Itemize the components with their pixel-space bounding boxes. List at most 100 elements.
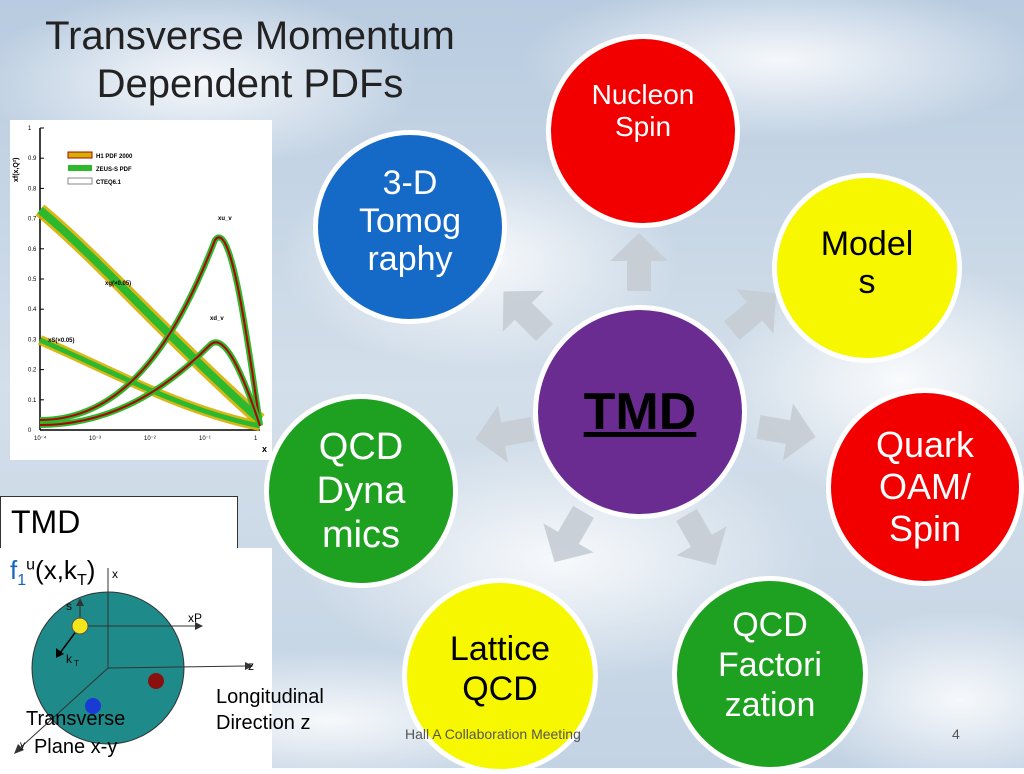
curve-label-xdv: xd_v bbox=[210, 316, 224, 322]
legend-swatch-h1 bbox=[67, 151, 93, 159]
quark-blue bbox=[85, 698, 101, 714]
slide-title: Transverse Momentum Dependent PDFs bbox=[0, 12, 500, 108]
y-tick-label: 0.1 bbox=[28, 398, 37, 404]
node-qcd-factorization-line-3: zation bbox=[724, 686, 816, 724]
footer-text: Hall A Collaboration Meeting bbox=[405, 726, 581, 742]
node-qcd-factorization-line-1: QCD bbox=[732, 606, 808, 644]
node-models-line-1: Model bbox=[820, 225, 914, 263]
arrow-to-qcd-factorization bbox=[676, 508, 727, 566]
title-line-1: Transverse Momentum bbox=[45, 14, 455, 58]
xdv-curve bbox=[39, 341, 261, 427]
x-tick-label: 10⁻⁴ bbox=[34, 435, 47, 442]
node-3d-tomography-line-3: raphy bbox=[367, 240, 453, 278]
kt-label: k bbox=[66, 652, 73, 666]
y-tick-label: 0.4 bbox=[28, 307, 37, 313]
arrow-to-models bbox=[724, 289, 777, 340]
node-qcd-dynamics-line-1: QCD bbox=[318, 426, 404, 468]
legend-cteq: CTEQ6.1 bbox=[96, 180, 122, 186]
arrow-to-3d-tomography bbox=[502, 290, 553, 341]
xp-label: xP bbox=[188, 611, 202, 625]
spin-label: s bbox=[66, 599, 72, 613]
legend-zeus: ZEUS-S PDF bbox=[96, 167, 132, 173]
node-models-line-2: s bbox=[858, 263, 876, 301]
y-label: y bbox=[20, 740, 25, 751]
y-tick-label: 0.9 bbox=[28, 156, 37, 162]
title-line-2: Dependent PDFs bbox=[96, 62, 404, 106]
quark-red bbox=[148, 673, 164, 689]
x-tick-label: 10⁻³ bbox=[89, 436, 101, 442]
y-tick-label: 0.6 bbox=[28, 247, 37, 253]
node-lattice-qcd-line-2: QCD bbox=[462, 670, 538, 708]
z-label: z bbox=[248, 659, 254, 673]
sphere-diagram-panel: s k T xP z x y bbox=[0, 548, 272, 768]
tmd-formula: f1u(x,kT) bbox=[10, 555, 95, 590]
nucleon-sphere-diagram: s k T xP z x y bbox=[0, 548, 272, 768]
formula-f: f bbox=[10, 555, 18, 585]
longitudinal-line-2: Direction z bbox=[216, 712, 311, 734]
center-tmd-circle: TMD bbox=[533, 305, 747, 519]
legend-swatch-cteq bbox=[67, 177, 93, 185]
page-number: 4 bbox=[952, 726, 960, 742]
transverse-label: Transverse Plane x-y bbox=[26, 705, 125, 761]
x-axis-label: x bbox=[262, 444, 267, 454]
arrow-to-quark-oam bbox=[756, 403, 816, 461]
y-tick-label: 0.2 bbox=[28, 368, 37, 374]
sea-band-green bbox=[39, 337, 261, 429]
x-tick-label: 1 bbox=[254, 436, 258, 442]
formula-close: ) bbox=[86, 555, 96, 585]
tmd-label-box: TMD bbox=[0, 496, 238, 550]
y-axis bbox=[19, 667, 109, 749]
x-label: x bbox=[112, 567, 118, 581]
tmd-box-label: TMD bbox=[11, 504, 81, 540]
arrow-to-nucleon-spin bbox=[610, 233, 668, 291]
arrow-to-lattice-qcd bbox=[543, 505, 594, 563]
quark-yellow bbox=[71, 617, 89, 635]
node-quark-oam-spin-line-3: Spin bbox=[888, 508, 962, 549]
arrow-to-qcd-dynamics bbox=[475, 405, 535, 463]
formula-sub-1: 1 bbox=[17, 572, 27, 590]
node-quark-oam-spin-line-2: OAM/ bbox=[878, 466, 971, 507]
node-nucleon-spin-line-2: Spin bbox=[614, 111, 672, 142]
kt-sub-label: T bbox=[74, 659, 79, 668]
formula-args: (x,k bbox=[35, 555, 77, 585]
y-tick-label: 0.8 bbox=[28, 186, 37, 192]
transverse-line-2: Plane x-y bbox=[33, 736, 118, 758]
node-lattice-qcd-line-1: Lattice bbox=[449, 630, 551, 668]
formula-sup-u: u bbox=[26, 556, 36, 574]
curve-label-xg: xg(×0.05) bbox=[105, 281, 131, 287]
curve-label-xuv: xu_v bbox=[218, 216, 232, 222]
node-nucleon-spin-line-1: Nucleon bbox=[591, 79, 695, 110]
y-tick-label: 0.3 bbox=[28, 337, 37, 343]
node-qcd-dynamics-line-2: Dyna bbox=[316, 470, 406, 512]
y-tick-label: 0 bbox=[28, 428, 32, 434]
node-qcd-factorization-line-2: Factori bbox=[718, 646, 822, 684]
y-tick-label: 1 bbox=[28, 126, 32, 132]
y-tick-label: 0.7 bbox=[28, 217, 37, 223]
y-axis-label: xf(x,Q²) bbox=[13, 158, 20, 183]
x-tick-label: 10⁻² bbox=[144, 436, 156, 442]
y-tick-label: 0.5 bbox=[28, 277, 37, 283]
legend-h1: H1 PDF 2000 bbox=[96, 154, 133, 160]
pdf-plot-panel: 1 0.9 0.8 0.7 0.6 0.5 0.4 0.3 0.2 0.1 0 10⁻⁴ 10⁻³ 10… bbox=[10, 120, 272, 460]
longitudinal-line-1: Longitudinal bbox=[216, 686, 324, 708]
transverse-line-1: Transverse bbox=[26, 708, 126, 730]
formula-sub-t: T bbox=[76, 572, 87, 590]
pdf-plot: 1 0.9 0.8 0.7 0.6 0.5 0.4 0.3 0.2 0.1 0 10⁻⁴ 10⁻³ 10… bbox=[13, 126, 267, 454]
node-qcd-dynamics-line-3: mics bbox=[321, 514, 401, 556]
curve-label-xs: xS(×0.05) bbox=[48, 338, 75, 344]
legend-swatch-zeus bbox=[68, 165, 92, 171]
center-tmd-label: TMD bbox=[583, 383, 697, 441]
gluon-band-green bbox=[37, 206, 263, 423]
longitudinal-label: Longitudinal Direction z bbox=[216, 684, 324, 736]
x-tick-label: 10⁻¹ bbox=[199, 436, 211, 442]
node-3d-tomography-line-2: Tomog bbox=[358, 202, 462, 240]
node-quark-oam-spin-line-1: Quark bbox=[875, 424, 975, 465]
